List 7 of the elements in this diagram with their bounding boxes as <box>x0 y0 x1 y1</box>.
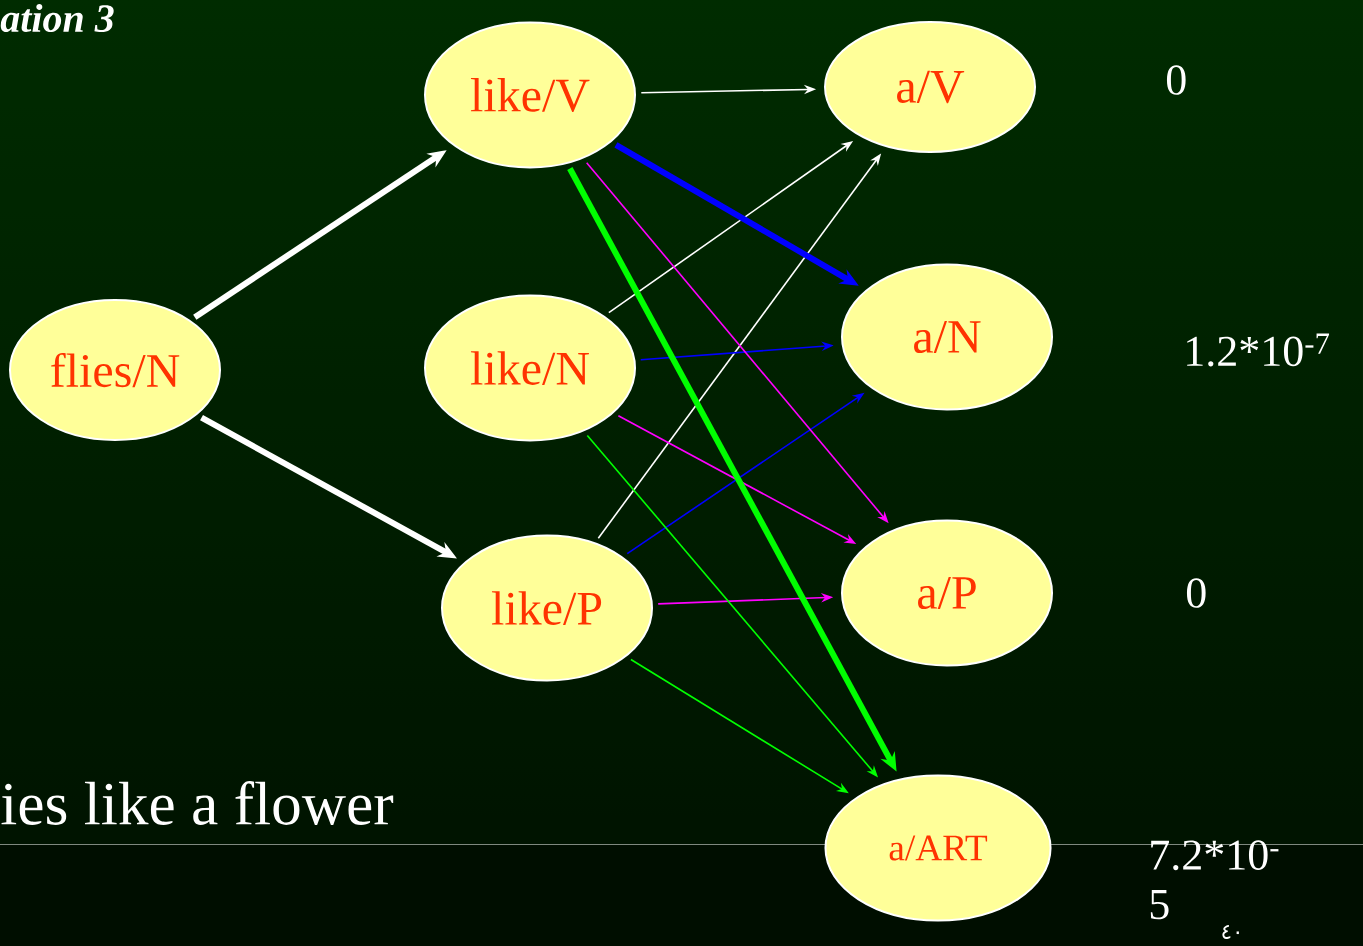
value-label: 0 <box>1166 65 1186 95</box>
value-label: 0 <box>1186 578 1206 608</box>
title: ation 3 <box>0 3 114 33</box>
value-label: 1.2*10$^{-7}$ <box>1187 333 1330 367</box>
value-label: 7.2*10$^{-}$ 5 <box>1150 840 1279 920</box>
sentence-text: ies like a flower <box>1 781 394 825</box>
page-number: ٤٠ <box>1222 925 1239 939</box>
